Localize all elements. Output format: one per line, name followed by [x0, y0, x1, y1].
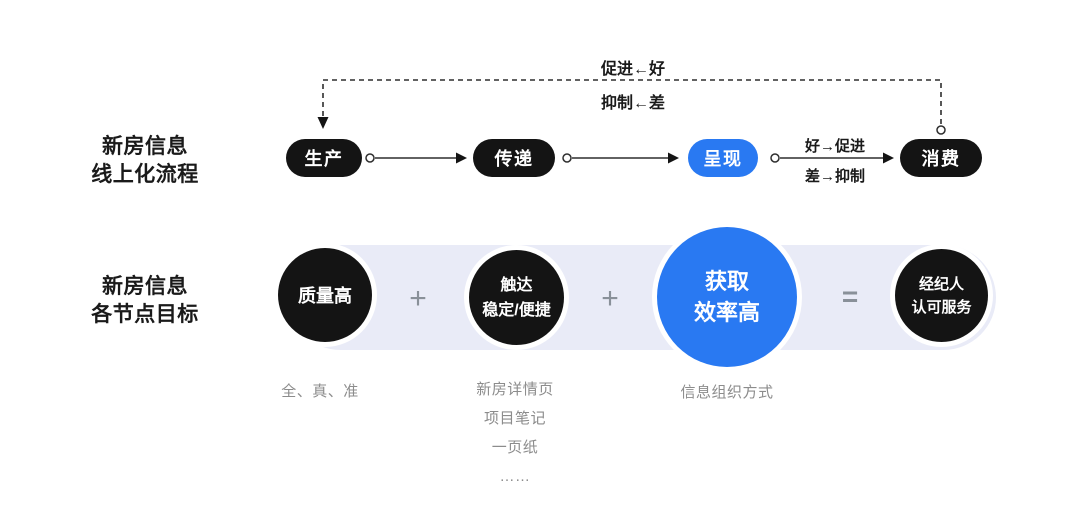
operator-plus-1: + [409, 282, 427, 315]
flow-node-delivery: 传递 [473, 139, 555, 177]
arrow-right-icon [456, 152, 467, 164]
goal-circle-agent-recognition: 经纪人 认可服务 [895, 249, 988, 342]
goal-circle-reach-line1: 触达 [500, 276, 533, 294]
goal-circle-efficiency-line1: 获取 [704, 269, 749, 294]
connector-dot-icon [562, 153, 572, 163]
note-reach-item-3: 一页纸 [491, 439, 539, 456]
goal-circle-quality: 质量高 [278, 248, 372, 342]
goal-circle-agent-line1: 经纪人 [918, 275, 964, 293]
connector-dot-icon [365, 153, 375, 163]
note-reach-item-2: 项目笔记 [483, 410, 546, 427]
flow-node-consumption: 消费 [900, 139, 982, 177]
note-reach-item-1: 新房详情页 [476, 381, 554, 398]
edge-label-bad-suppress: 差→抑制 [804, 168, 865, 185]
note-quality: 全、真、准 [281, 383, 359, 400]
flow-section-title: 新房信息 线上化流程 [40, 133, 250, 189]
feedback-label-promote: 促进←好 [600, 61, 665, 78]
flow-section-title-line2: 线上化流程 [91, 163, 199, 186]
goals-section-title-line2: 各节点目标 [91, 303, 199, 326]
goals-section-title: 新房信息 各节点目标 [40, 273, 250, 329]
feedback-label-suppress: 抑制←差 [600, 95, 665, 112]
connector-delivery-presentation [562, 152, 679, 164]
goal-circle-efficiency: 获取 效率高 [657, 227, 797, 367]
arrow-down-icon [317, 117, 329, 129]
goal-circle-reach-line2: 稳定/便捷 [482, 301, 551, 319]
operator-plus-2: + [601, 282, 619, 315]
connector-dot-icon [936, 125, 946, 135]
goal-circle-reach: 触达 稳定/便捷 [469, 250, 564, 345]
flow-node-production: 生产 [286, 139, 362, 177]
connector-production-delivery [365, 152, 467, 164]
flow-node-presentation: 呈现 [688, 139, 758, 177]
operator-equals: = [841, 281, 859, 312]
goal-circle-efficiency-line2: 效率高 [693, 300, 760, 325]
edge-label-good-promote: 好→促进 [804, 138, 865, 155]
flow-section-title-line1: 新房信息 [102, 135, 188, 158]
arrow-right-icon [668, 152, 679, 164]
goals-section-title-line1: 新房信息 [102, 275, 188, 298]
note-efficiency: 信息组织方式 [680, 384, 774, 401]
goals-band [288, 245, 996, 350]
goal-circle-quality-label: 质量高 [298, 286, 352, 306]
note-reach-item-4: …… [499, 468, 531, 485]
connector-dot-icon [770, 153, 780, 163]
goal-circle-agent-line2: 认可服务 [911, 298, 972, 316]
note-reach-list: 新房详情页 项目笔记 一页纸 …… [430, 375, 600, 491]
